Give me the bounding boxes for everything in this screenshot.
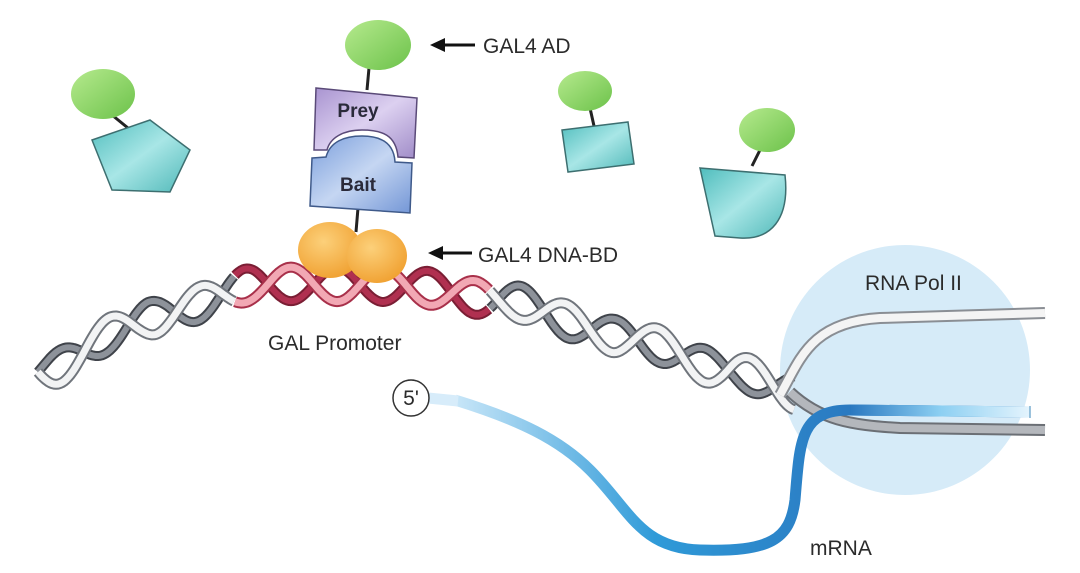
d-shaped-protein <box>699 167 787 239</box>
activation-domain-ellipse <box>558 71 612 111</box>
five-prime-marker <box>392 379 430 417</box>
dna-coding-strand-fill <box>776 309 1046 397</box>
mrna-5-prime-end <box>427 392 459 407</box>
free-ad-fusion-dshape <box>699 108 795 239</box>
free-ad-fusion-pentagon <box>71 69 191 193</box>
dna-strand-back-fill <box>35 274 237 374</box>
bait-prey-complex: Prey Bait <box>309 20 418 233</box>
gal4-dna-bd-label: GAL4 DNA-BD <box>478 244 618 267</box>
mrna-label: mRNA <box>810 537 872 560</box>
dna-strand-front-fill <box>487 288 796 413</box>
gal4-dna-binding-domain <box>298 222 407 283</box>
bait-label: Bait <box>340 175 377 196</box>
five-prime-label: 5' <box>403 387 419 410</box>
gal4-ad-callout: GAL4 AD <box>430 35 571 58</box>
dna-strand-front <box>33 279 238 390</box>
gal4-ad-label: GAL4 AD <box>483 35 571 58</box>
dna-template-strand-fill <box>787 389 1046 434</box>
gal-promoter-dna <box>231 261 493 320</box>
dna-strand-back-fill <box>487 282 795 398</box>
gal-promoter-label: GAL Promoter <box>268 332 401 355</box>
activation-domain-ellipse <box>739 108 795 152</box>
rectangle-protein <box>561 121 635 173</box>
gal4-dna-bd-callout: GAL4 DNA-BD <box>428 244 618 267</box>
bait-protein <box>309 135 413 214</box>
dna-double-helix <box>33 273 798 415</box>
dna-strand-front-fill <box>35 281 236 388</box>
gal4-activation-domain <box>345 20 411 70</box>
rna-pol-ii-label: RNA Pol II <box>865 272 962 295</box>
prey-label: Prey <box>337 101 379 122</box>
activation-domain-ellipse <box>71 69 135 119</box>
pentagon-protein <box>91 119 191 193</box>
mrna-tail <box>849 404 1031 418</box>
promoter-strand-front-fill <box>233 263 492 309</box>
mrna-strand <box>453 394 1031 556</box>
free-ad-fusion-rectangle <box>558 71 635 173</box>
prey-protein <box>313 87 418 159</box>
